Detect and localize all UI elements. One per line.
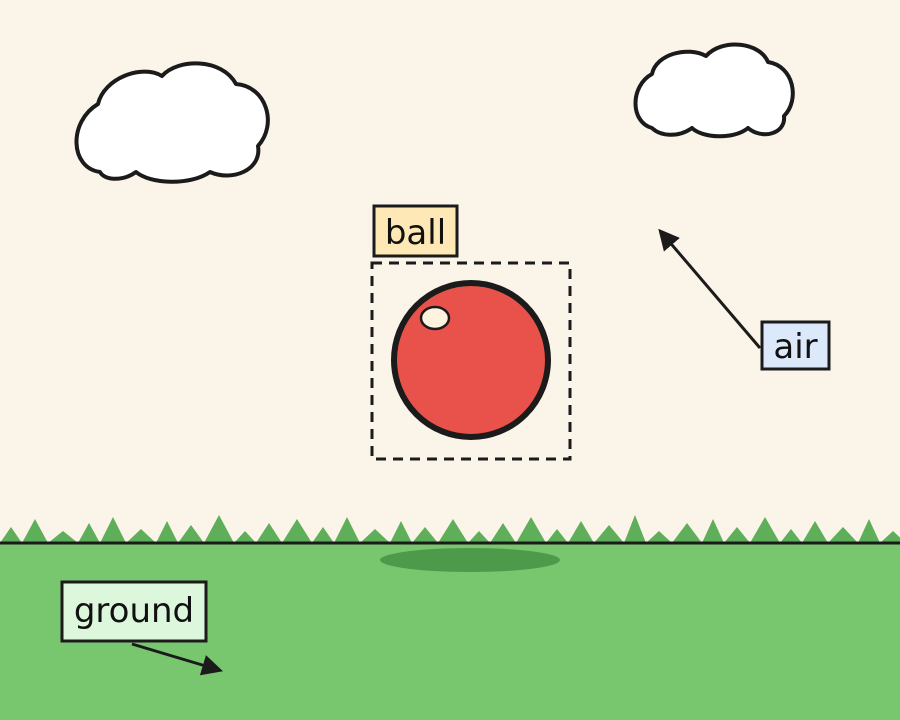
ball [391, 280, 551, 440]
ball-shadow [380, 548, 560, 572]
ground-label-text: ground [74, 591, 194, 631]
cloud-left [74, 61, 270, 184]
ball-label-box [372, 204, 459, 258]
air-label-box [760, 320, 831, 371]
air-label-text: air [773, 327, 817, 367]
air-label: air [760, 320, 831, 371]
ground-label-box [60, 580, 208, 643]
ground-label: ground [60, 580, 208, 643]
ball-highlight [419, 305, 451, 331]
grass-fringe [0, 515, 900, 543]
ball-bounding-box [370, 261, 572, 461]
ball-label: ball [372, 204, 459, 258]
air-arrow [658, 228, 762, 349]
ground-arrow [131, 642, 224, 676]
ball-label-text: ball [385, 213, 446, 253]
cloud-right [633, 42, 795, 139]
